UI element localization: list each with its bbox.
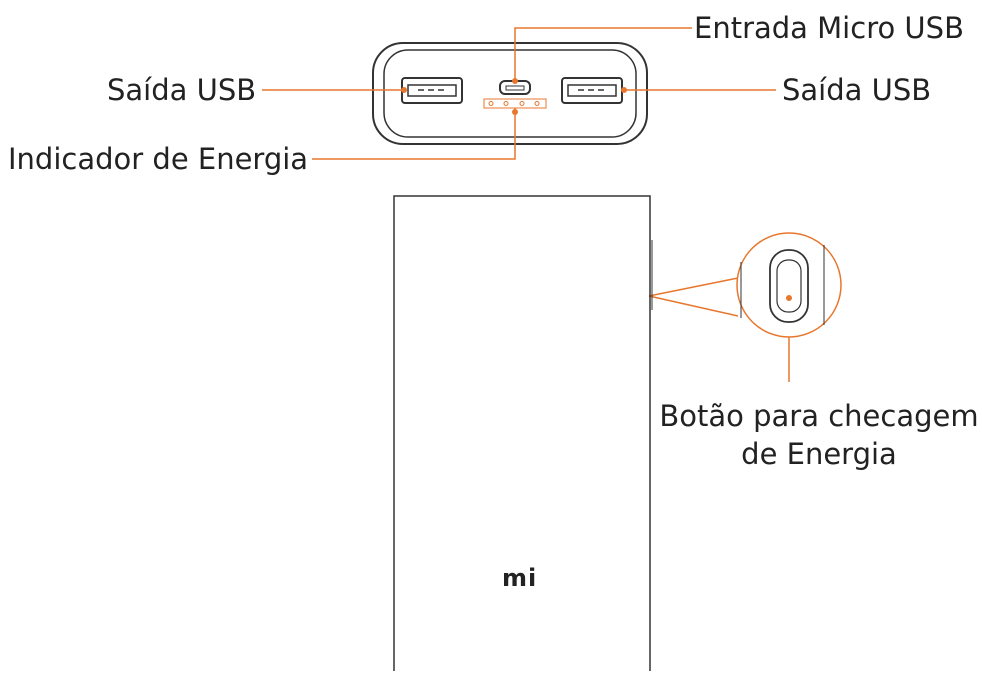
callout-line-zoom-bottom xyxy=(648,295,739,317)
callout-dot xyxy=(621,87,627,93)
callout-dot xyxy=(512,109,518,115)
led-indicator-strip xyxy=(483,98,547,109)
callout-dot xyxy=(401,87,407,93)
label-power-check-button: Botão para checagem de Energia xyxy=(654,398,982,473)
label-power-check-button-line2: de Energia xyxy=(741,436,897,471)
led-dot xyxy=(534,101,540,106)
callout-line-zoom-top xyxy=(648,277,739,297)
label-usb-output-left: Saída USB xyxy=(107,73,257,107)
zoom-circle xyxy=(736,232,842,338)
label-power-indicator: Indicador de Energia xyxy=(8,142,309,176)
top-view-inner-shell xyxy=(383,49,637,138)
power-check-button-inner xyxy=(776,259,802,313)
mi-logo: mi xyxy=(502,564,538,592)
power-check-button-outer xyxy=(769,249,809,323)
label-usb-output-right: Saída USB xyxy=(782,73,932,107)
side-view-body xyxy=(393,195,651,675)
led-dot xyxy=(488,101,494,106)
button-zoom xyxy=(736,232,842,338)
top-view-outer-shell xyxy=(372,42,648,145)
led-dot xyxy=(503,101,509,106)
callout-line-micro-usb xyxy=(514,27,692,81)
label-micro-usb-input: Entrada Micro USB xyxy=(694,11,964,45)
callout-dot xyxy=(512,78,518,84)
side-view xyxy=(393,195,653,675)
callout-line-indicator xyxy=(312,108,516,160)
label-power-check-button-line1: Botão para checagem xyxy=(659,399,979,433)
led-dot xyxy=(519,101,525,106)
usb-port-right xyxy=(561,77,623,104)
usb-port-left xyxy=(401,77,463,104)
top-view xyxy=(372,42,648,145)
callout-dot xyxy=(786,295,792,301)
